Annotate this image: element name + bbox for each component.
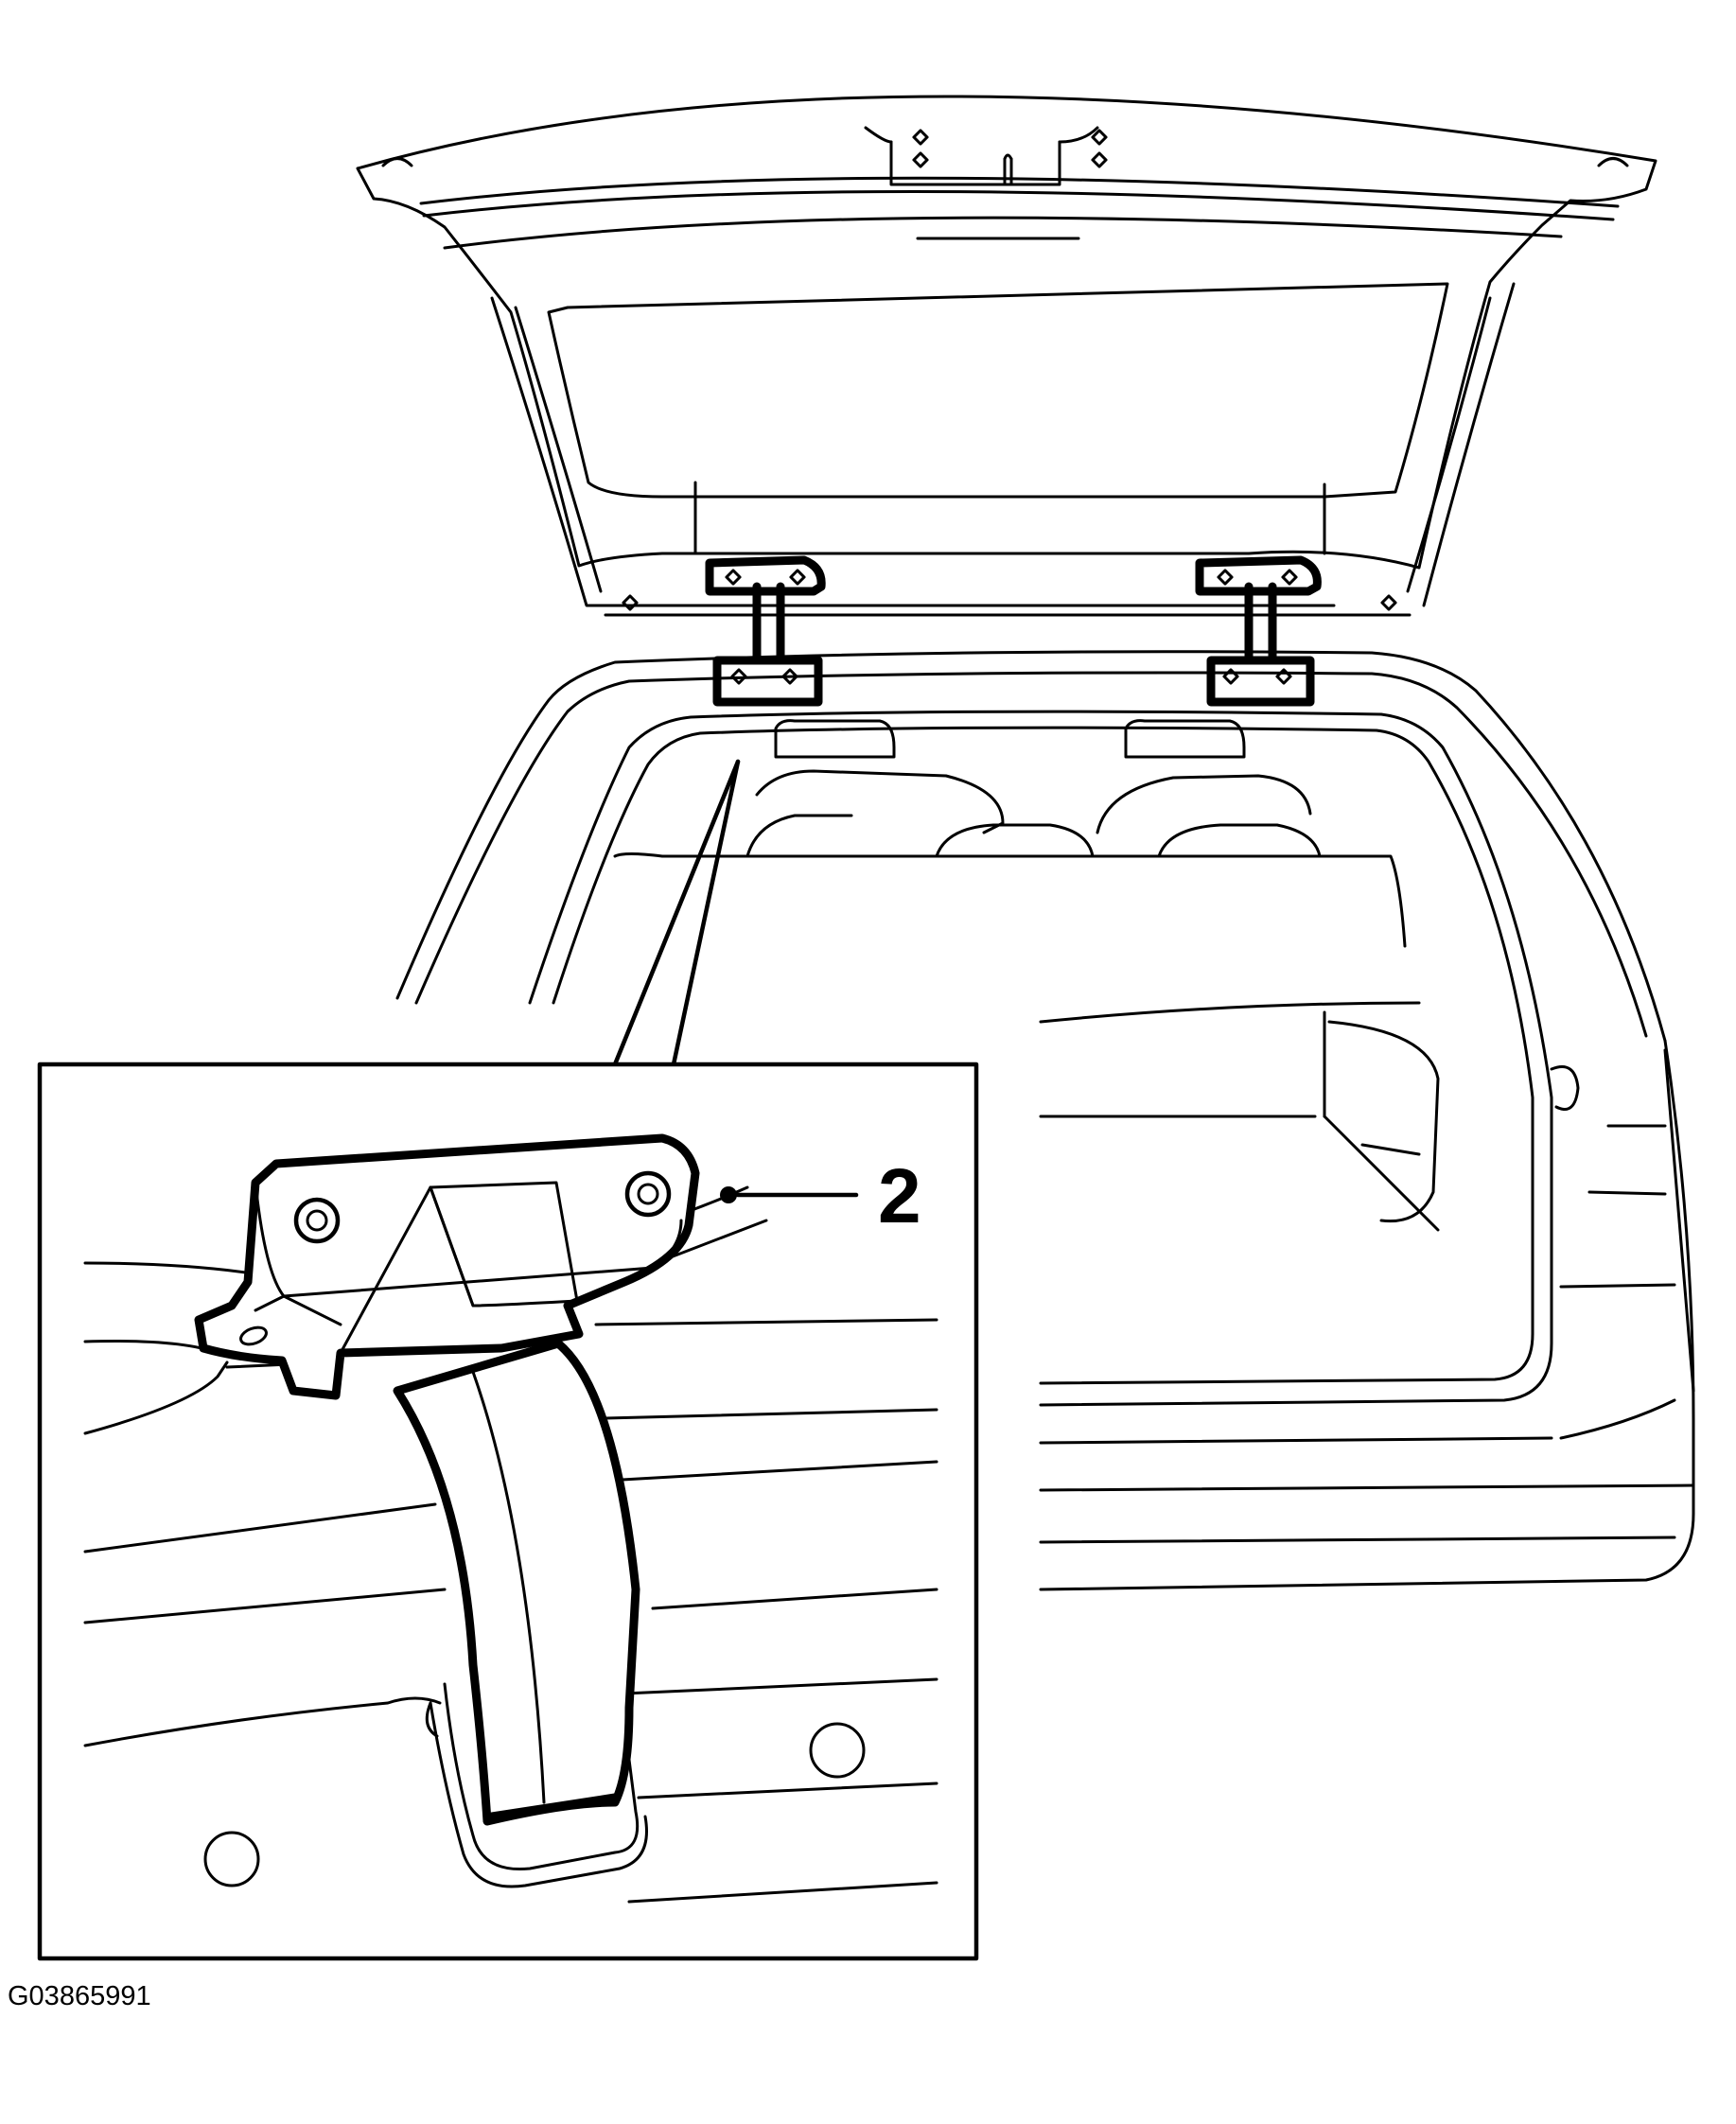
callout-number: 2: [878, 1153, 921, 1239]
vehicle-rear-view: [356, 95, 1695, 1591]
cargo-area: [613, 719, 1440, 1232]
detail-inset: 2: [37, 1062, 979, 1961]
tailgate-hinge-left: [705, 555, 826, 707]
callout-2: 2: [720, 1153, 921, 1239]
hinge-bracket-detail: [194, 1133, 700, 1400]
open-tailgate: [356, 95, 1657, 617]
hinge-arm-detail: [339, 1181, 648, 1888]
vehicle-body: [395, 650, 1695, 1591]
tailgate-hinge-right: [1195, 555, 1322, 707]
detail-leader: [612, 759, 741, 1067]
trim-clips: [622, 129, 1397, 611]
figure-id: G03865991: [8, 1981, 151, 2011]
